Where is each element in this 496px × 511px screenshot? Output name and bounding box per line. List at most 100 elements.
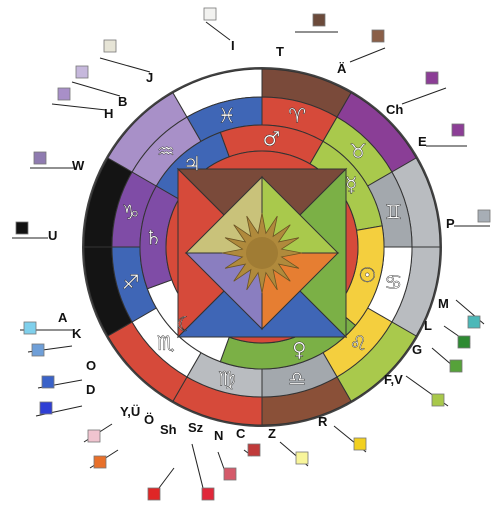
leader-line [71, 81, 121, 97]
letter-label: W [72, 158, 85, 173]
color-swatch [33, 151, 47, 165]
letter-label: O [86, 358, 96, 373]
venus-glyph: ♀ [292, 337, 307, 361]
color-swatch [312, 13, 326, 27]
sun-glyph: ☉ [358, 263, 376, 287]
letter-label: A [58, 310, 68, 325]
color-swatch [247, 443, 261, 457]
color-swatch [371, 29, 385, 43]
legend-item-m: M [438, 296, 485, 329]
legend-item-sh: Sh [147, 422, 177, 501]
color-swatch [93, 455, 107, 469]
mars-glyph: ♂ [263, 126, 281, 150]
legend-item-h: H [51, 87, 113, 121]
color-swatch [75, 65, 89, 79]
color-swatch [431, 393, 445, 407]
taurus-glyph: ♉ [349, 139, 367, 163]
letter-label: Ch [386, 102, 403, 117]
leader-line [51, 103, 107, 111]
color-swatch [449, 359, 463, 373]
legend-item-k: K [27, 326, 82, 357]
jupiter-glyph: ♃ [183, 152, 201, 176]
letter-label: J [146, 70, 153, 85]
scorpio-glyph: ♏ [157, 331, 175, 355]
color-swatch [31, 343, 45, 357]
legend-item-e: E [418, 123, 467, 149]
legend-item-w: W [30, 151, 85, 173]
legend-item--: Ö [89, 412, 154, 469]
color-swatch [203, 7, 217, 21]
leader-line [401, 87, 447, 105]
legend-item-u: U [12, 221, 57, 243]
letter-label: N [214, 428, 223, 443]
legend-item-p: P [446, 209, 491, 231]
libra-glyph: ♎ [288, 366, 306, 390]
letter-label: Ä [337, 61, 347, 76]
color-swatch [353, 437, 367, 451]
letter-label: K [72, 326, 82, 341]
sagittarius-glyph: ♐ [122, 270, 140, 294]
legend-item-sz: Sz [188, 420, 215, 501]
letter-label: B [118, 94, 127, 109]
legend-item-b: B [71, 65, 127, 109]
color-swatch [451, 123, 465, 137]
letter-label: Y,Ü [120, 404, 140, 419]
legend-item-r: R [318, 414, 367, 453]
color-swatch [15, 221, 29, 235]
aries-glyph: ♈ [288, 104, 306, 128]
legend-item-n: N [214, 428, 237, 481]
color-swatch [57, 87, 71, 101]
saturn-glyph: ♄ [144, 226, 162, 250]
letter-label: T [276, 44, 284, 59]
legend-item-t: T [276, 13, 338, 59]
mercury-glyph-upper: ☿ [345, 172, 357, 196]
color-swatch [41, 375, 55, 389]
letter-label: I [231, 38, 235, 53]
legend-item-d: D [35, 382, 95, 417]
color-swatch [457, 335, 471, 349]
legend-item-f-v: F,V [384, 372, 449, 407]
letter-label: C [236, 426, 246, 441]
letter-label: G [412, 342, 422, 357]
letter-label: H [104, 106, 113, 121]
letter-label: L [424, 318, 432, 333]
legend-item--: Ä [337, 29, 386, 76]
letter-label: U [48, 228, 57, 243]
legend-item-o: O [37, 358, 96, 389]
letter-label: E [418, 134, 427, 149]
legend-item-l: L [424, 318, 471, 349]
letter-label: Sz [188, 420, 204, 435]
color-swatch [103, 39, 117, 53]
leo-glyph: ♌ [349, 331, 367, 355]
color-swatch [467, 315, 481, 329]
legend-item-ch: Ch [386, 71, 447, 117]
letter-label: R [318, 414, 328, 429]
letter-label: F,V [384, 372, 403, 387]
legend-item-i: I [203, 7, 235, 53]
cancer-glyph: ♋ [384, 270, 402, 294]
color-swatch [39, 401, 53, 415]
sun-star [221, 212, 303, 294]
legend-item-y-: Y,Ü [83, 404, 140, 443]
letter-label: D [86, 382, 95, 397]
color-swatch [87, 429, 101, 443]
letter-label: Z [268, 426, 276, 441]
letter-label: Sh [160, 422, 177, 437]
color-swatch [23, 321, 37, 335]
color-swatch [223, 467, 237, 481]
leader-line [349, 47, 386, 63]
capricorn-glyph: ♑ [122, 200, 140, 224]
legend-item-g: G [412, 342, 463, 373]
leader-line [205, 21, 231, 41]
legend-item-c: C [236, 426, 261, 457]
leader-line [99, 57, 151, 73]
color-swatch [477, 209, 491, 223]
legend-item-j: J [99, 39, 153, 85]
color-swatch [147, 487, 161, 501]
letter-label: P [446, 216, 455, 231]
center-square-diagram [176, 167, 348, 339]
gemini-glyph: ♊ [384, 200, 402, 224]
legend-item-z: Z [268, 426, 309, 467]
legend-item-a: A [20, 310, 74, 335]
